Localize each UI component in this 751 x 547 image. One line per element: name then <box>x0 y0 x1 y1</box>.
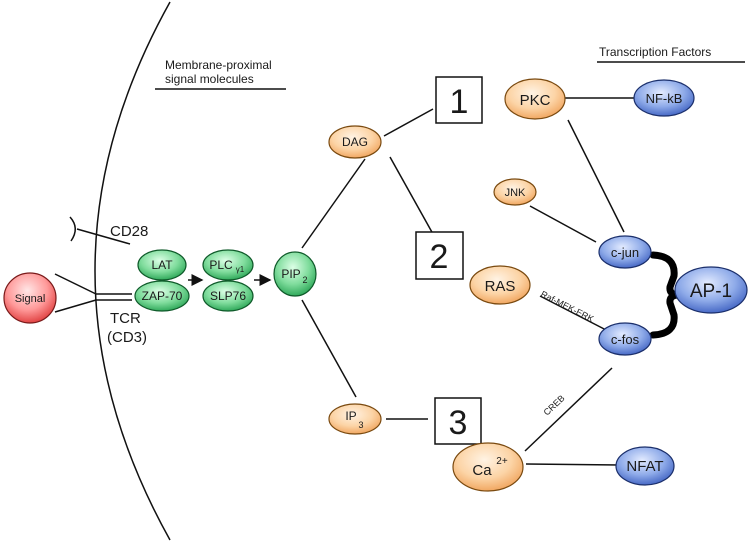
nfat-node: NFAT <box>615 446 675 486</box>
tcr-label: TCR <box>110 310 141 327</box>
ip3-node: IP 3 <box>328 403 382 435</box>
membrane-heading-line1: Membrane-proximal <box>165 58 272 72</box>
ras-node: RAS <box>469 265 531 305</box>
transcription-factors-heading: Transcription Factors <box>599 45 711 59</box>
svg-text:γ1: γ1 <box>236 265 245 274</box>
svg-text:LAT: LAT <box>151 258 173 272</box>
c-fos-node: c-fos <box>598 322 652 356</box>
svg-text:NFAT: NFAT <box>626 458 663 475</box>
creb-label: CREB <box>542 393 567 417</box>
svg-text:3: 3 <box>449 404 468 442</box>
membrane-heading-line2: signal molecules <box>165 72 254 86</box>
zap70-node: ZAP-70 <box>134 280 190 312</box>
svg-text:2: 2 <box>430 238 449 276</box>
c-jun-node: c-jun <box>598 235 652 269</box>
cd28-receptor <box>69 216 131 245</box>
svg-text:PLC: PLC <box>209 258 233 272</box>
tcr-receptor <box>54 273 132 313</box>
svg-text:Ca: Ca <box>472 462 492 479</box>
connector-lines <box>301 97 636 466</box>
svg-text:IP: IP <box>345 409 356 423</box>
svg-text:JNK: JNK <box>505 187 526 199</box>
svg-text:1: 1 <box>450 83 469 121</box>
cell-membrane <box>94 1 171 541</box>
box-3: 3 <box>434 397 482 445</box>
ap1-curly-brace <box>649 251 683 339</box>
cd28-label: CD28 <box>110 223 148 240</box>
svg-text:AP-1: AP-1 <box>690 281 732 302</box>
jnk-node: JNK <box>493 178 537 206</box>
svg-text:2+: 2+ <box>496 456 508 467</box>
svg-text:ZAP-70: ZAP-70 <box>142 289 183 303</box>
svg-text:NF-kB: NF-kB <box>646 91 683 106</box>
svg-text:PKC: PKC <box>520 92 551 109</box>
calcium-node: Ca 2+ <box>452 442 524 492</box>
pkc-node: PKC <box>504 78 566 120</box>
svg-text:RAS: RAS <box>485 278 516 295</box>
plc-gamma1-node: PLC γ1 <box>202 249 254 281</box>
cd3-label: (CD3) <box>107 329 147 346</box>
svg-text:DAG: DAG <box>342 135 368 149</box>
svg-text:c-jun: c-jun <box>611 245 639 260</box>
svg-text:c-fos: c-fos <box>611 332 640 347</box>
svg-text:2: 2 <box>302 275 307 285</box>
dag-node: DAG <box>328 125 382 159</box>
raf-mek-erk-label: Raf-MEK-ERK <box>539 289 595 324</box>
nfkb-node: NF-kB <box>633 79 695 117</box>
svg-text:3: 3 <box>358 420 363 430</box>
lat-node: LAT <box>137 249 187 281</box>
svg-text:Signal: Signal <box>15 293 46 305</box>
ap1-node: AP-1 <box>674 266 748 314</box>
pip2-node: PIP 2 <box>273 251 317 297</box>
box-2: 2 <box>415 231 464 280</box>
box-1: 1 <box>435 76 483 124</box>
svg-text:SLP76: SLP76 <box>210 289 246 303</box>
signal-node: Signal <box>3 272 57 324</box>
svg-text:PIP: PIP <box>281 267 300 281</box>
slp76-node: SLP76 <box>202 280 254 312</box>
